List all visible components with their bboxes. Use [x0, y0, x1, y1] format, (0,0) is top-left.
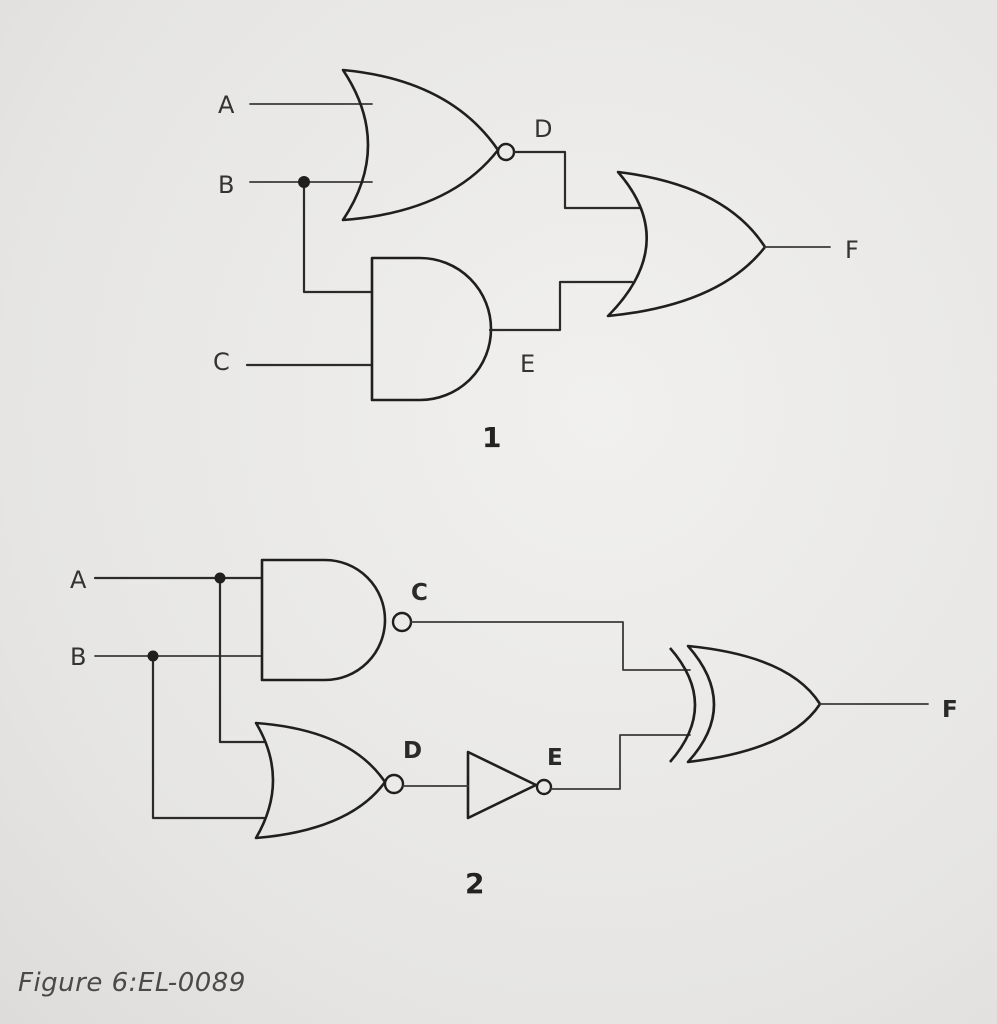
d1-and-gate	[370, 256, 493, 402]
d2-input-b-label: B	[70, 643, 86, 671]
d2-wire-c	[410, 621, 691, 671]
d1-input-a-label: A	[218, 91, 235, 119]
d1-wire-e	[488, 280, 634, 332]
d2-node-d-label: D	[403, 738, 422, 764]
d1-node-d-label: D	[534, 115, 552, 143]
d1-wire-b-to-and	[302, 180, 374, 294]
d2-wire-e	[550, 734, 691, 790]
d2-output-f-label: F	[942, 697, 958, 723]
d1-wire-d	[512, 150, 642, 210]
d1-junction-b	[298, 176, 310, 188]
d2-nor-bubble	[383, 773, 405, 795]
d2-xor-gate	[686, 644, 822, 764]
d1-input-b-label: B	[218, 171, 234, 199]
d1-node-e-label: E	[520, 350, 535, 378]
d2-wire-b-to-nor	[151, 654, 266, 820]
d2-node-e-label: E	[547, 745, 563, 771]
d1-nor-gate	[341, 68, 500, 222]
diagram-1: A B C D E F 1	[213, 68, 859, 454]
d2-junction-a	[214, 572, 226, 584]
figure-caption: Figure 6:EL-0089	[18, 968, 246, 998]
d2-number: 2	[465, 867, 484, 900]
d2-xor-back-arc	[669, 647, 697, 763]
d1-nor-bubble	[496, 142, 516, 162]
d2-not-gate	[466, 750, 538, 820]
d2-input-a-label: A	[70, 566, 87, 594]
d1-or-gate	[606, 170, 767, 318]
d2-nand-bubble	[391, 611, 413, 633]
d2-nand-gate	[260, 558, 387, 682]
d2-nor-gate	[254, 721, 387, 840]
d1-output-f-label: F	[845, 236, 859, 264]
d2-node-c-label: C	[411, 580, 428, 606]
d2-not-bubble	[535, 778, 553, 796]
d1-input-c-label: C	[213, 348, 230, 376]
diagram-2: A B C D E F 2	[70, 558, 958, 900]
d1-number: 1	[482, 421, 501, 454]
d2-junction-b	[147, 650, 159, 662]
d2-wire-a-to-nor	[218, 576, 266, 744]
